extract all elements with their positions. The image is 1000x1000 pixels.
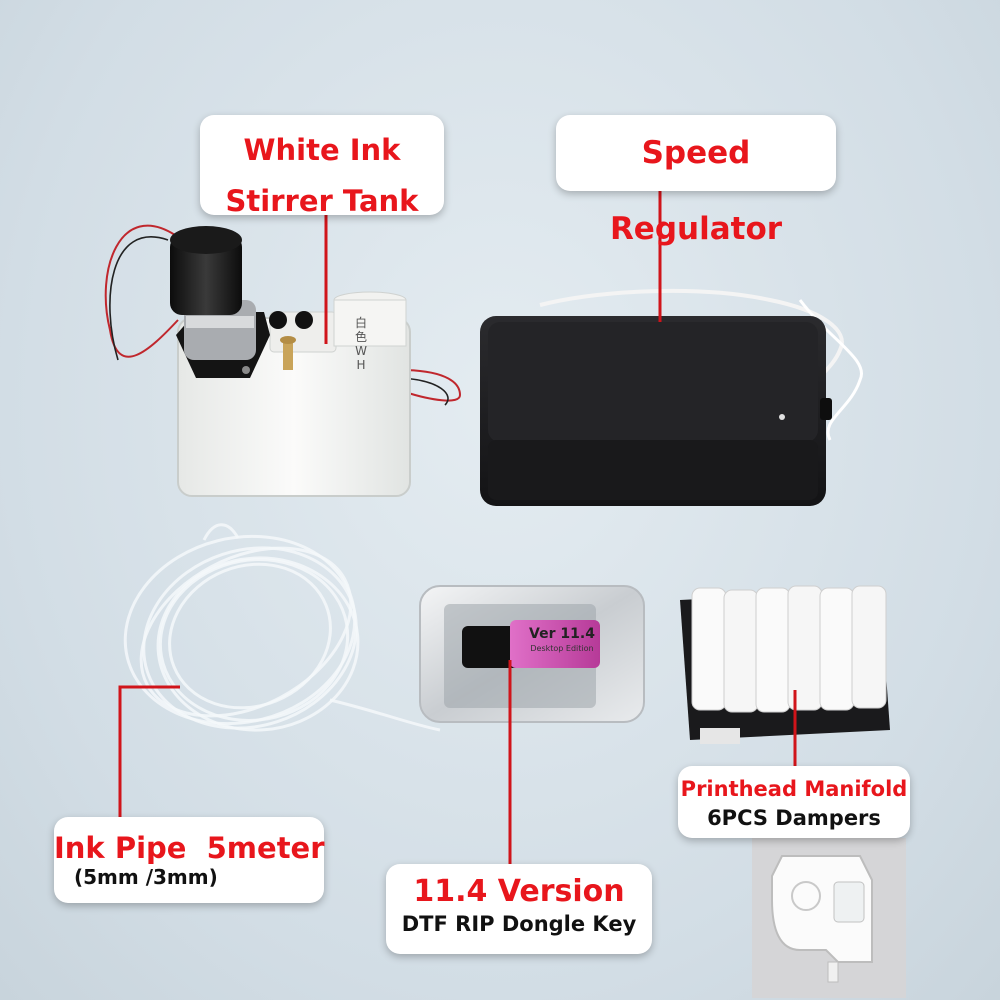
ink-pipe-label: Ink Pipe 5meter (5mm /3mm) <box>54 817 325 903</box>
dongle-label: 11.4 Version DTF RIP Dongle Key <box>386 864 652 954</box>
leader-lines <box>118 191 797 864</box>
ink-pipe-label-sub: (5mm /3mm) <box>74 865 218 889</box>
stirrer-tank-label-line2: Stirrer Tank <box>225 184 419 218</box>
printhead-manifold <box>680 585 890 744</box>
stirrer-tank <box>104 224 462 497</box>
stirrer-tank-label: White Ink Stirrer Tank <box>200 115 444 218</box>
dongle-label-sub: DTF RIP Dongle Key <box>401 912 637 936</box>
speed-regulator <box>480 288 864 506</box>
tank-cap-marking: 白色 W H <box>354 316 367 372</box>
stirrer-tank-label-line1: White Ink <box>243 133 401 167</box>
dongle-tin-case <box>419 585 645 723</box>
dongle-label-title: 11.4 Version <box>413 874 625 909</box>
speed-regulator-label: Speed Regulator <box>556 115 836 247</box>
usb-version-marking: Ver 11.4 <box>529 626 595 642</box>
speed-regulator-label-text: Speed Regulator <box>609 135 783 247</box>
manifold-label: Printhead Manifold 6PCS Dampers <box>678 766 910 838</box>
ink-pipe-label-title: Ink Pipe 5meter <box>54 831 325 865</box>
ink-pipe-coil <box>123 523 441 732</box>
manifold-label-title: Printhead Manifold <box>680 777 908 801</box>
usb-edition-marking: Desktop Edition <box>530 644 594 653</box>
manifold-label-sub: 6PCS Dampers <box>707 806 881 830</box>
damper-inset-photo <box>752 838 906 998</box>
